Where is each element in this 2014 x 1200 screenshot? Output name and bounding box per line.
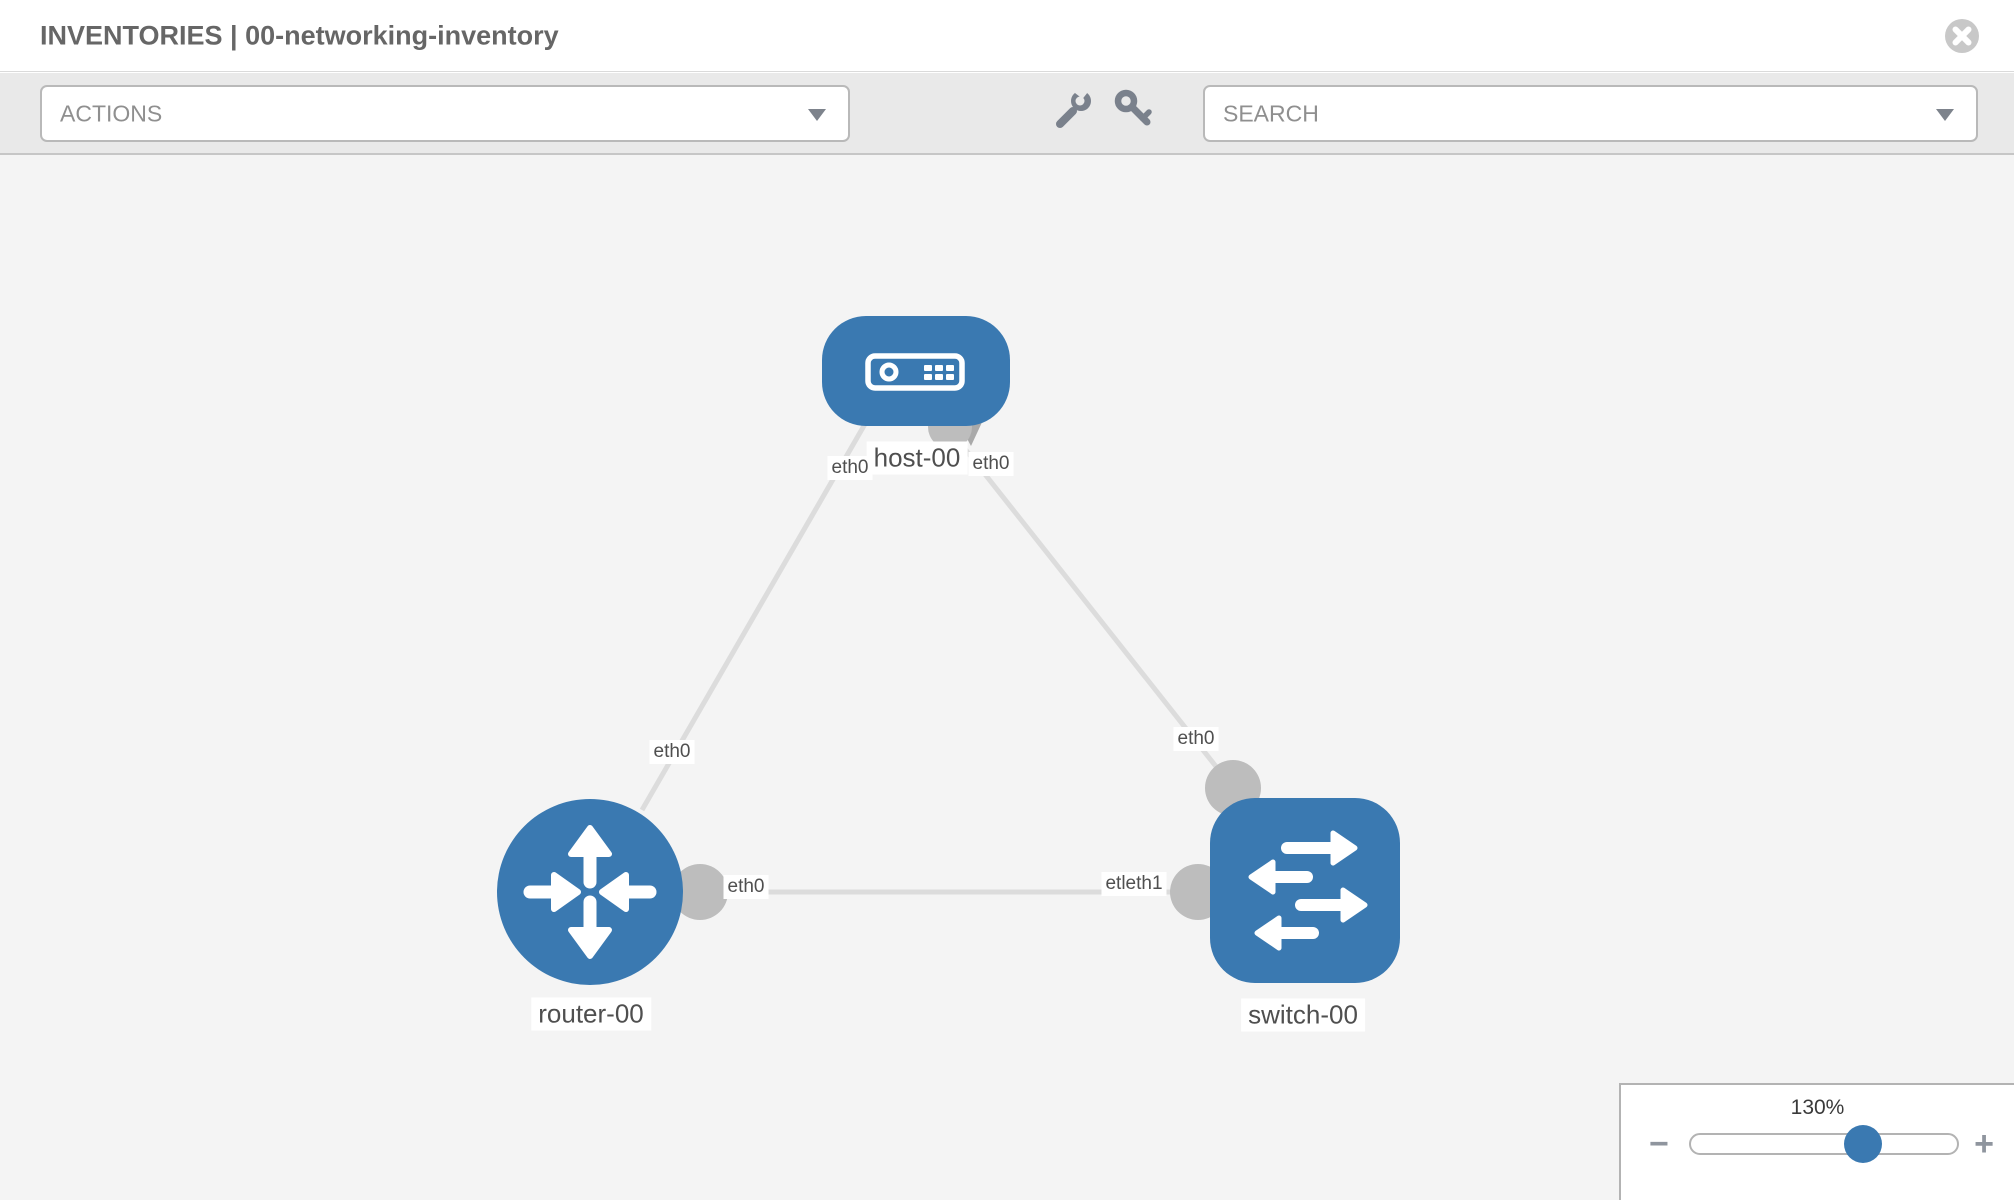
zoom-out-button[interactable]: − — [1649, 1125, 1669, 1163]
close-icon — [1945, 19, 1979, 53]
toolbar: ACTIONS SEARCH — [0, 73, 2014, 155]
credentials-button[interactable] — [1112, 87, 1158, 133]
switch-arrows-icon — [1248, 830, 1368, 951]
zoom-slider-track[interactable] — [1689, 1125, 1959, 1163]
topology-canvas[interactable] — [0, 155, 2014, 1200]
chevron-down-icon — [808, 108, 826, 121]
server-icon — [865, 353, 965, 391]
topology-graph — [497, 316, 1400, 985]
search-dropdown[interactable]: SEARCH — [1203, 85, 1978, 142]
node-label-switch: switch-00 — [1241, 998, 1365, 1032]
zoom-level-readout: 130% — [1790, 1096, 1845, 1119]
zoom-control-panel: 130% − + — [1619, 1083, 2014, 1200]
interface-label-host-left: eth0 — [827, 456, 873, 480]
router-arrows-icon — [523, 825, 657, 959]
page-header: INVENTORIES | 00-networking-inventory — [0, 0, 2014, 72]
close-button[interactable] — [1944, 18, 1980, 54]
zoom-in-button[interactable]: + — [1974, 1125, 1994, 1163]
chevron-down-icon — [1936, 108, 1954, 121]
node-host-00[interactable] — [822, 316, 1010, 426]
node-label-router: router-00 — [531, 997, 651, 1031]
interface-label-router-uplink: eth0 — [649, 740, 695, 764]
port-router-eth0 — [672, 864, 728, 920]
interface-label-host-right: eth0 — [968, 452, 1014, 476]
node-router-00[interactable] — [497, 799, 683, 985]
actions-dropdown-label: ACTIONS — [60, 100, 163, 126]
search-placeholder: SEARCH — [1223, 100, 1319, 126]
actions-dropdown[interactable]: ACTIONS — [40, 85, 850, 142]
zoom-slider-row: − + — [1621, 1122, 2014, 1166]
node-label-host: host-00 — [866, 441, 968, 475]
page-title: INVENTORIES | 00-networking-inventory — [40, 20, 559, 50]
key-icon — [1114, 89, 1152, 126]
zoom-slider-thumb[interactable] — [1844, 1125, 1883, 1163]
interface-label-switch-lan: etleth1 — [1101, 872, 1167, 896]
node-switch-00[interactable] — [1210, 798, 1400, 983]
wrench-icon — [1056, 84, 1091, 128]
tools-button[interactable] — [1051, 84, 1097, 133]
interface-label-switch-uplink: eth0 — [1173, 727, 1219, 751]
interface-label-router-lan: eth0 — [723, 875, 769, 899]
